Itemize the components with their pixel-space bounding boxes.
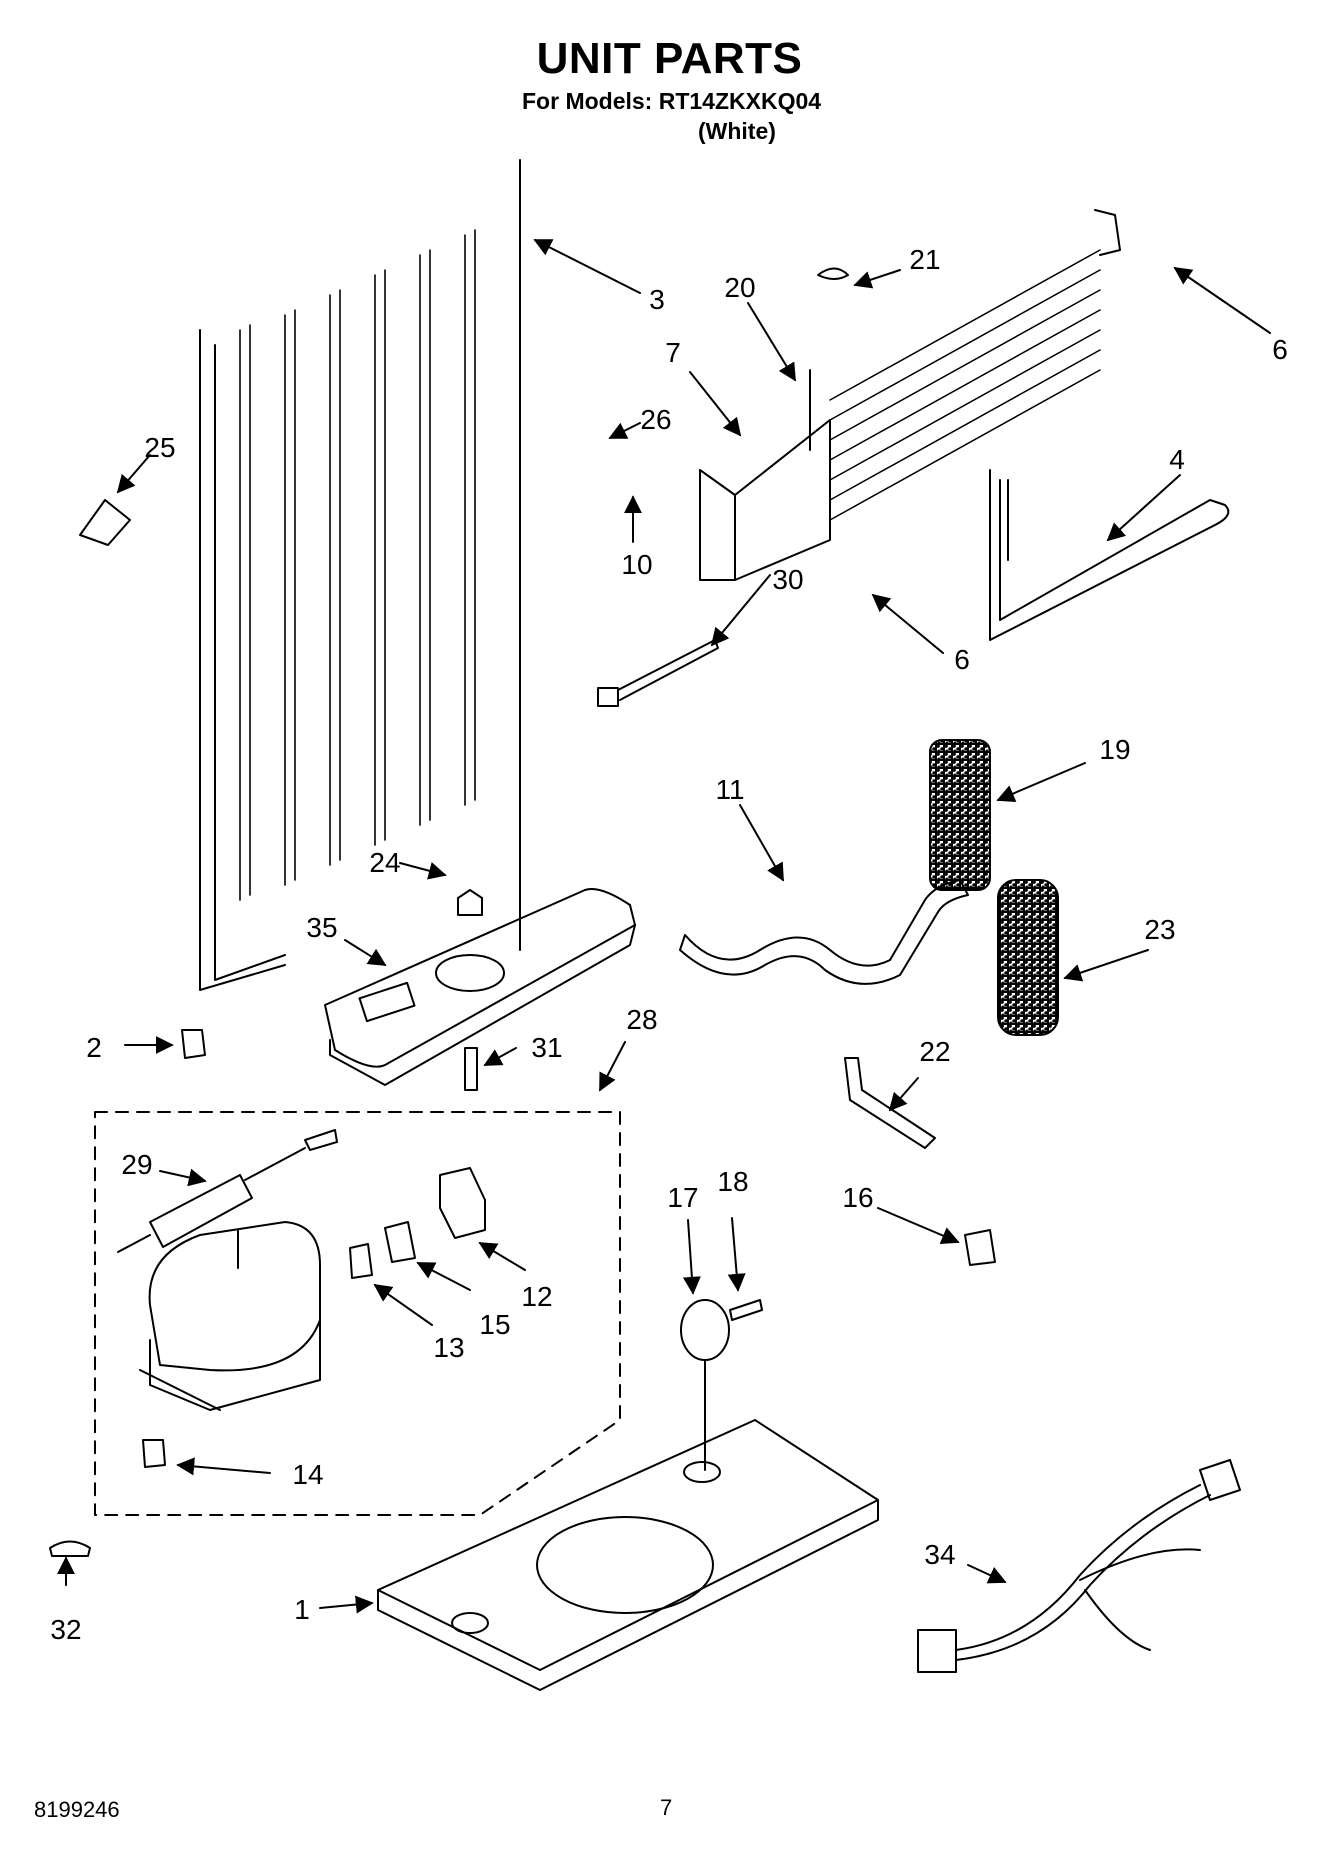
compressor-kit-outline <box>94 1111 621 1516</box>
callout-19: 19 <box>1099 734 1131 765</box>
callout-2: 2 <box>86 1032 102 1063</box>
callout-1: 1 <box>294 1594 310 1625</box>
callout-3: 3 <box>649 284 665 315</box>
drain-pan-drawing <box>324 888 636 1086</box>
cable-tie-drawing <box>597 639 719 707</box>
defrost-heater-drawing <box>989 469 1230 641</box>
condenser-coil-drawing <box>199 159 521 991</box>
callout-4: 4 <box>1169 444 1185 475</box>
callout-6-bottom: 6 <box>954 644 970 675</box>
callout-34: 34 <box>924 1539 956 1570</box>
cover-13-drawing <box>349 1243 373 1279</box>
callout-24: 24 <box>369 847 401 878</box>
foam-block-19-drawing <box>929 739 991 891</box>
tube-11-drawing <box>679 879 969 985</box>
callout-25: 25 <box>144 432 176 463</box>
clip-32-drawing <box>49 1540 91 1557</box>
clip-2-drawing <box>181 1029 206 1059</box>
leader-lines <box>57 239 1271 1614</box>
tube-22-drawing <box>844 1057 936 1149</box>
callout-18: 18 <box>717 1166 749 1197</box>
callout-20: 20 <box>724 272 756 303</box>
callout-17: 17 <box>667 1182 699 1213</box>
callout-13: 13 <box>433 1332 465 1363</box>
nut-24-drawing <box>457 889 483 916</box>
callout-6-top: 6 <box>1272 334 1288 365</box>
foam-block-23-drawing <box>997 879 1059 1036</box>
callout-14: 14 <box>292 1459 324 1490</box>
callout-15: 15 <box>479 1309 511 1340</box>
compressor-drawing <box>139 1221 321 1411</box>
document-number: 8199246 <box>34 1797 120 1822</box>
callout-35: 35 <box>306 912 338 943</box>
callout-30: 30 <box>772 564 804 595</box>
callout-10: 10 <box>621 549 653 580</box>
callout-31: 31 <box>531 1032 563 1063</box>
relay-12-drawing <box>439 1167 486 1239</box>
wire-harness-drawing <box>917 1459 1241 1673</box>
callout-26: 26 <box>640 404 672 435</box>
callout-7: 7 <box>665 337 681 368</box>
callout-22: 22 <box>919 1036 951 1067</box>
callout-11: 11 <box>715 774 745 805</box>
sleeve-31-drawing <box>464 1047 478 1091</box>
callout-23: 23 <box>1144 914 1176 945</box>
evaporator-drawing <box>699 209 1121 581</box>
page-number: 7 <box>660 1795 673 1820</box>
callout-32: 32 <box>50 1614 82 1645</box>
callout-12: 12 <box>521 1281 553 1312</box>
callout-29: 29 <box>121 1149 153 1180</box>
grommet-17-drawing <box>680 1299 730 1361</box>
grommet-14-drawing <box>142 1439 166 1468</box>
clip-16-drawing <box>964 1229 996 1266</box>
callout-16: 16 <box>842 1182 874 1213</box>
base-pan-drawing <box>377 1419 879 1691</box>
overload-15-drawing <box>384 1221 416 1263</box>
screw-18-drawing <box>729 1299 763 1321</box>
color-line: (White) <box>698 118 776 144</box>
callout-28: 28 <box>626 1004 658 1035</box>
page-title: UNIT PARTS <box>536 34 803 83</box>
dryer-drawing <box>117 1129 338 1253</box>
bracket-25-drawing <box>79 499 131 546</box>
models-line: For Models: RT14ZKXKQ04 <box>522 88 822 114</box>
callout-21: 21 <box>909 244 941 275</box>
